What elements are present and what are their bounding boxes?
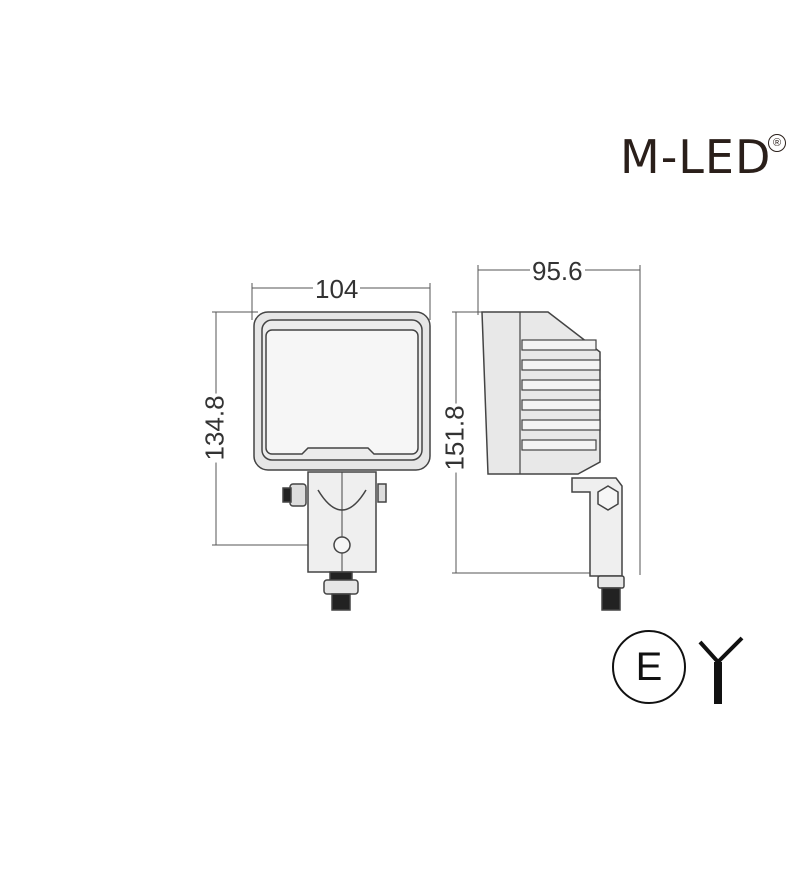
side-depth-label: 95.6 <box>530 256 585 286</box>
registered-mark: ® <box>768 134 786 152</box>
front-width-label: 104 <box>313 274 361 304</box>
front-height-label: 134.8 <box>199 393 230 463</box>
y-symbol <box>698 636 744 704</box>
e-mark-certification: E <box>612 630 686 704</box>
brand-logo: M-LED <box>620 130 772 184</box>
front-view <box>253 311 431 611</box>
side-view <box>481 311 625 611</box>
side-height-label: 151.8 <box>439 403 470 473</box>
